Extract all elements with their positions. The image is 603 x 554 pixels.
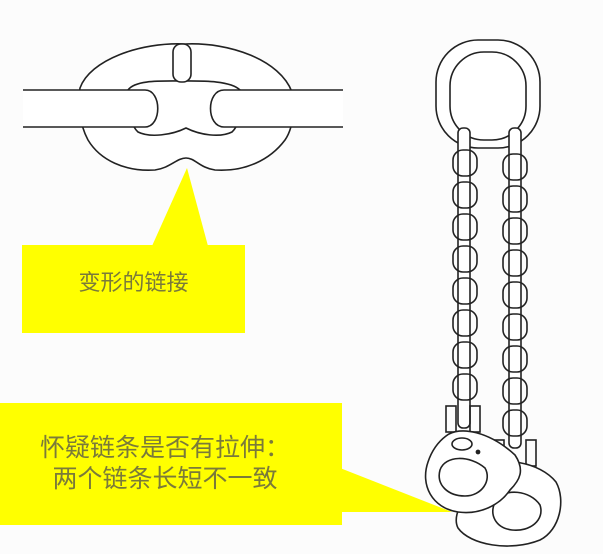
callout-deformed-link bbox=[22, 168, 245, 333]
callout-label-deformed-link: 变形的链接 bbox=[78, 271, 189, 296]
callout-line-2: 两个链条长短不一致 bbox=[52, 464, 278, 494]
two-leg-chain-sling-icon bbox=[424, 39, 562, 547]
callout-label-chain-stretch: 怀疑链条是否有拉伸： 两个链条长短不一致 bbox=[0, 432, 330, 495]
deformed-chain-link-icon bbox=[23, 43, 343, 171]
callout-line-1: 怀疑链条是否有拉伸： bbox=[39, 433, 290, 462]
callout-chain-stretch bbox=[0, 403, 452, 525]
